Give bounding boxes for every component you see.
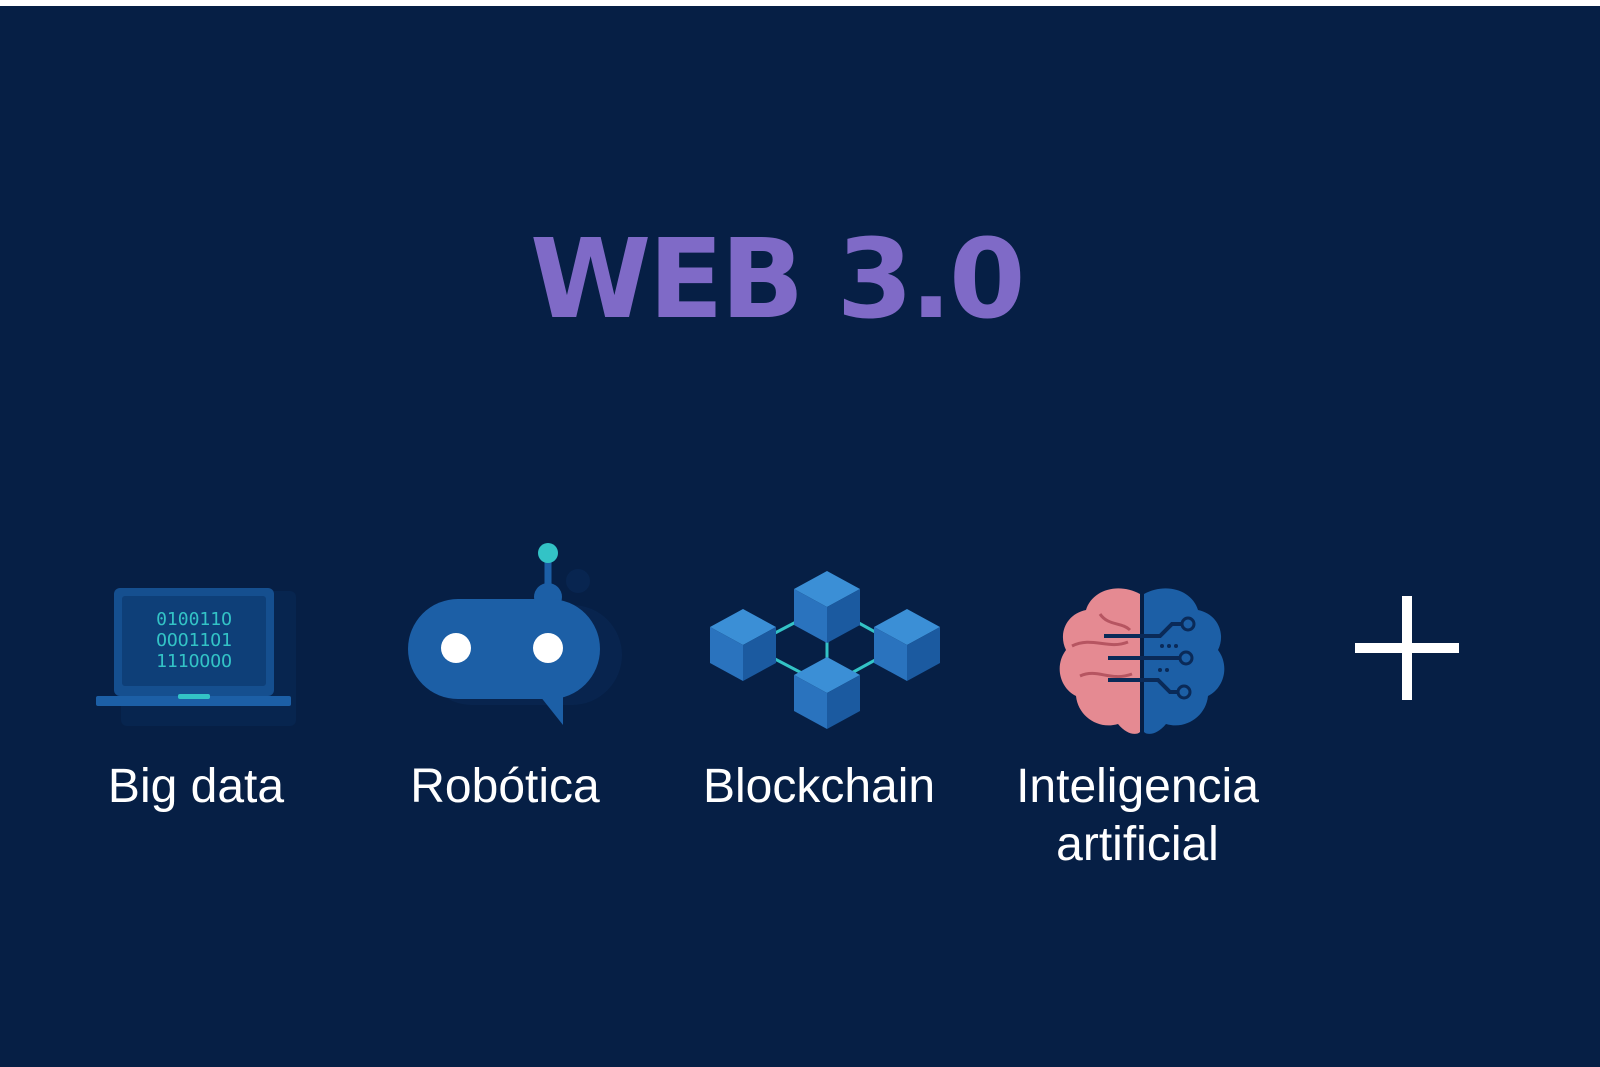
plus-icon (1355, 596, 1459, 700)
blockchain-cubes-icon (710, 571, 940, 729)
slide: WEB 3.0 010011O OOO11O1 111OOOO Big data… (0, 6, 1600, 1067)
binary-line-3: 111OOOO (156, 651, 232, 672)
label-big-data: Big data (107, 760, 285, 813)
brain-circuit-icon (1059, 588, 1225, 734)
binary-line-1: 010011O (156, 609, 232, 630)
label-robotica: Robótica (410, 760, 600, 813)
binary-line-2: OOO11O1 (156, 630, 232, 651)
label-blockchain: Blockchain (702, 760, 936, 813)
robot-icon (408, 543, 622, 725)
page-title: WEB 3.0 (530, 215, 1025, 343)
label-inteligencia-artificial: Inteligencia artificial (1016, 760, 1259, 871)
laptop-binary-icon: 010011O OOO11O1 111OOOO (96, 588, 296, 726)
